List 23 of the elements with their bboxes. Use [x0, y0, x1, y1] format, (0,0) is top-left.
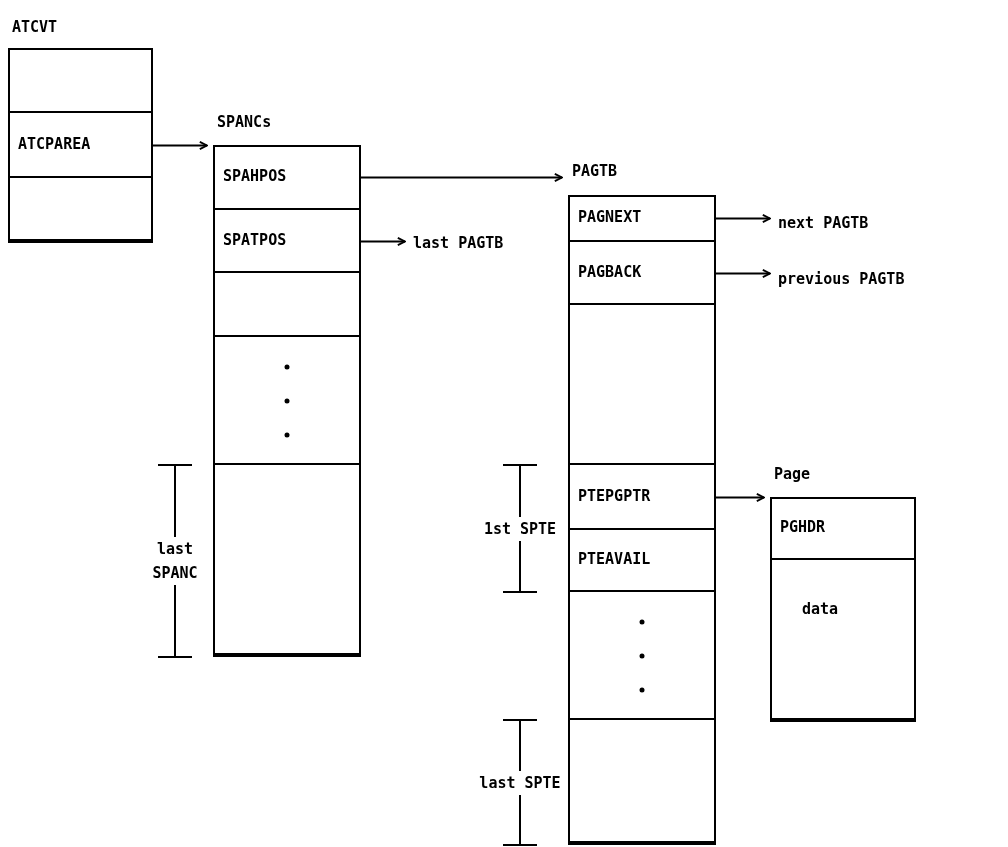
block-heading: ATCVT — [12, 18, 58, 36]
pointer-target-text: previous PAGTB — [778, 264, 958, 294]
field-name: PAGNEXT — [578, 207, 642, 226]
block-heading: PAGTB — [572, 162, 618, 180]
arrow — [713, 493, 765, 502]
field-name: data — [802, 600, 839, 618]
field-name: SPATPOS — [223, 230, 287, 249]
field-name: PTEPGPTR — [578, 486, 651, 505]
arrow — [358, 237, 406, 246]
field-name: PAGBACK — [578, 262, 642, 281]
bracket-label: last SPTE — [478, 770, 562, 795]
field-name: ATCPAREA — [18, 134, 91, 153]
arrow — [713, 269, 771, 278]
field-name: SPAHPOS — [223, 166, 287, 185]
block-heading: SPANCs — [217, 113, 272, 131]
pointer-target-text: last PAGTB — [413, 228, 513, 258]
arrow — [150, 141, 208, 150]
pointer-target-text: next PAGTB — [778, 208, 938, 238]
arrow — [358, 173, 563, 182]
block-heading: Page — [774, 465, 811, 483]
field-name: PTEAVAIL — [578, 550, 651, 568]
arrow — [713, 214, 771, 223]
field-name: PGHDR — [780, 517, 826, 536]
